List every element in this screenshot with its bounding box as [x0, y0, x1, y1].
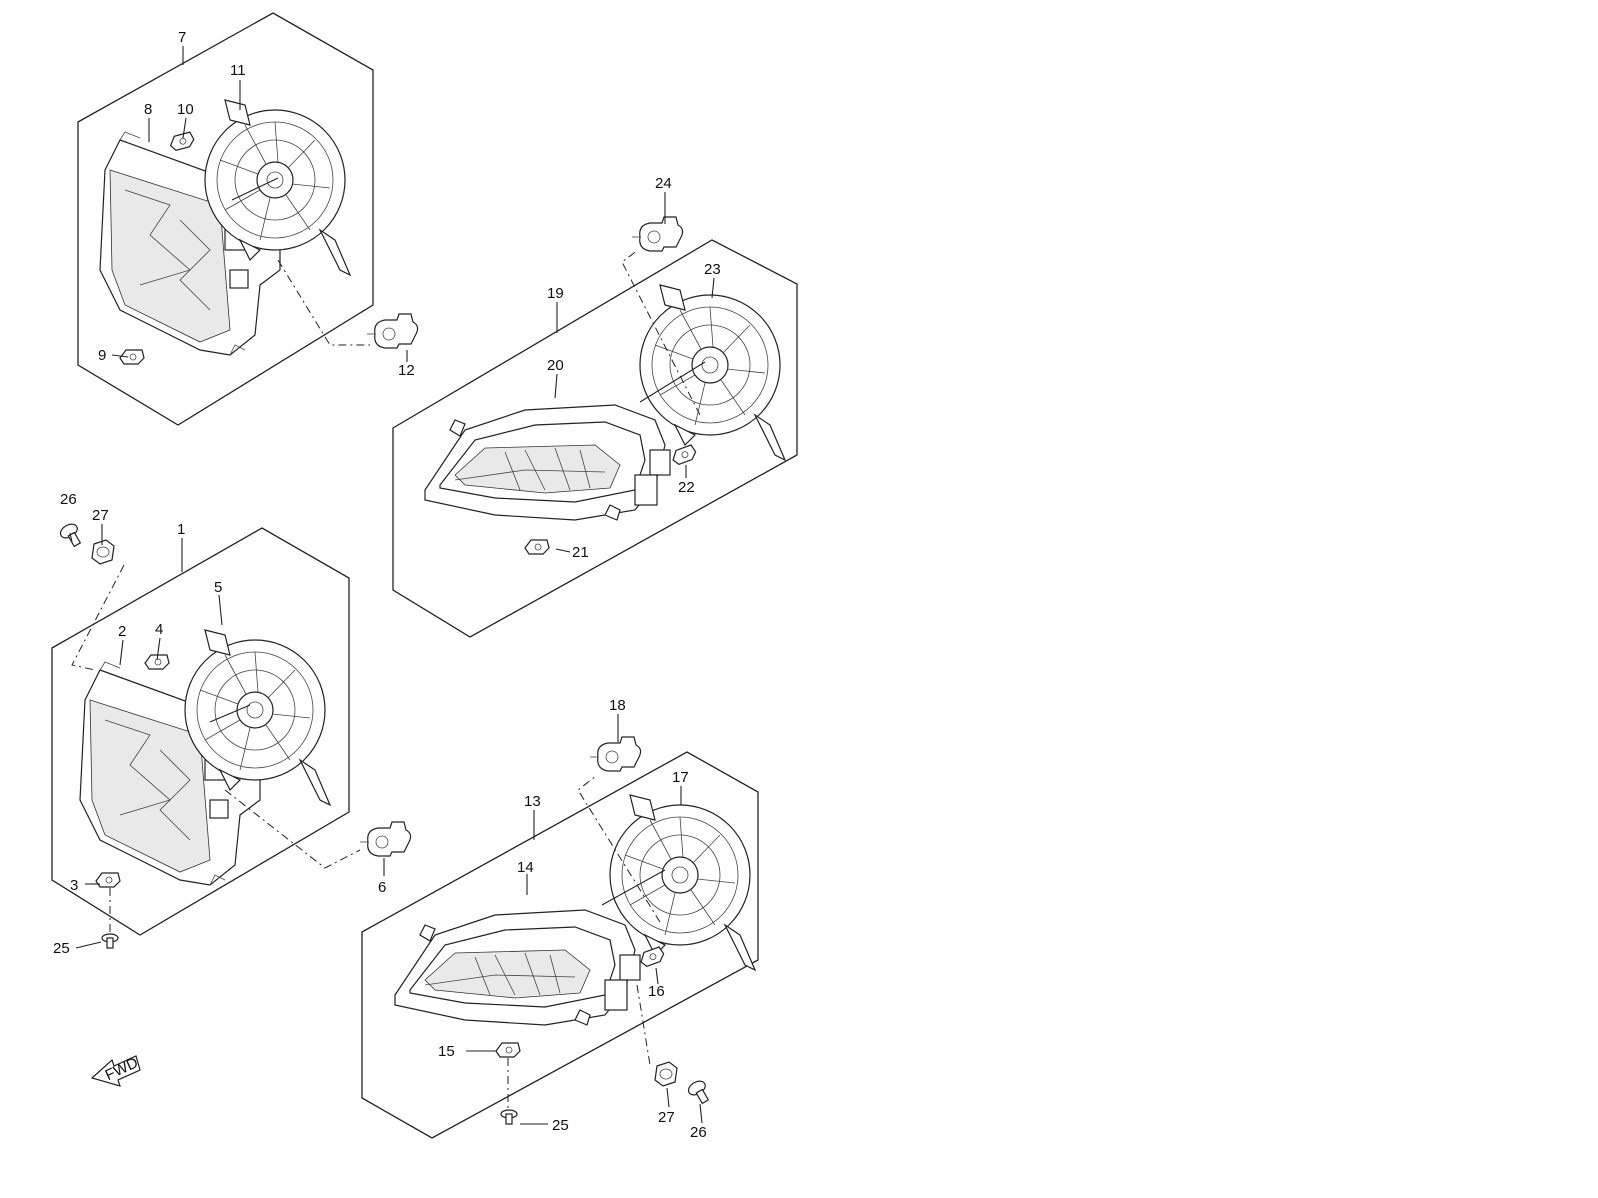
callout-16: 16: [648, 983, 665, 1000]
callout-14: 14: [517, 859, 534, 876]
clip-21: [524, 539, 550, 555]
multi-reflector-lamp-20: [424, 404, 671, 521]
callout-labels: 1 2 3 4 5 6 7 8 9 10 11 12 13 14 15 16 1…: [53, 29, 721, 1141]
clip-10: [167, 131, 196, 152]
socket-plate-23: [639, 284, 786, 461]
clip-15: [495, 1042, 521, 1058]
callout-23: 23: [704, 261, 721, 278]
bolt-26-top: [57, 520, 86, 550]
callout-11: 11: [230, 62, 246, 79]
callout-25-left: 25: [53, 940, 70, 957]
bulb-6: [359, 821, 412, 857]
callout-18: 18: [609, 697, 626, 714]
callout-6: 6: [378, 879, 386, 896]
grommet-27-bottom: [654, 1061, 678, 1087]
callout-19: 19: [547, 285, 564, 302]
grommet-27-top: [91, 539, 115, 565]
clip-16: [637, 945, 667, 969]
callout-8: 8: [144, 101, 152, 118]
callout-3: 3: [70, 877, 78, 894]
callout-9: 9: [98, 347, 106, 364]
callout-15: 15: [438, 1043, 455, 1060]
forward-arrow-icon: FWD: [90, 1054, 141, 1087]
callout-13: 13: [524, 793, 541, 810]
assembly-frame-1: [51, 527, 350, 936]
callout-5: 5: [214, 579, 222, 596]
clip-3: [95, 872, 121, 888]
callout-10: 10: [177, 101, 194, 118]
bulb-24: [631, 216, 684, 252]
callout-22: 22: [678, 479, 695, 496]
bulb-18: [589, 736, 642, 772]
callout-25-bottom: 25: [552, 1117, 569, 1134]
leader-lines: [69, 46, 715, 1125]
bolt-26-bottom: [685, 1077, 714, 1107]
callout-26-bottom: 26: [690, 1124, 707, 1141]
assembly-frame-13: [361, 751, 759, 1139]
callout-1: 1: [177, 521, 185, 538]
callout-21: 21: [572, 544, 589, 561]
assembly-frame-19: [392, 239, 798, 638]
assembly-frame-7: [77, 12, 374, 426]
callout-17: 17: [672, 769, 689, 786]
screw-25-left: [101, 933, 119, 949]
callout-26-top: 26: [60, 491, 77, 508]
fwd-label: FWD: [103, 1054, 141, 1084]
callout-4: 4: [155, 621, 163, 638]
callout-27-top: 27: [92, 507, 109, 524]
callout-24: 24: [655, 175, 672, 192]
callout-12: 12: [398, 362, 415, 379]
clip-22: [669, 443, 699, 467]
screw-25-bottom: [500, 1109, 518, 1125]
multi-reflector-lamp-14: [394, 909, 641, 1026]
callout-20: 20: [547, 357, 564, 374]
callout-27-bottom: 27: [658, 1109, 675, 1126]
callout-2: 2: [118, 623, 126, 640]
bulb-12: [366, 313, 419, 349]
callout-7: 7: [178, 29, 186, 46]
